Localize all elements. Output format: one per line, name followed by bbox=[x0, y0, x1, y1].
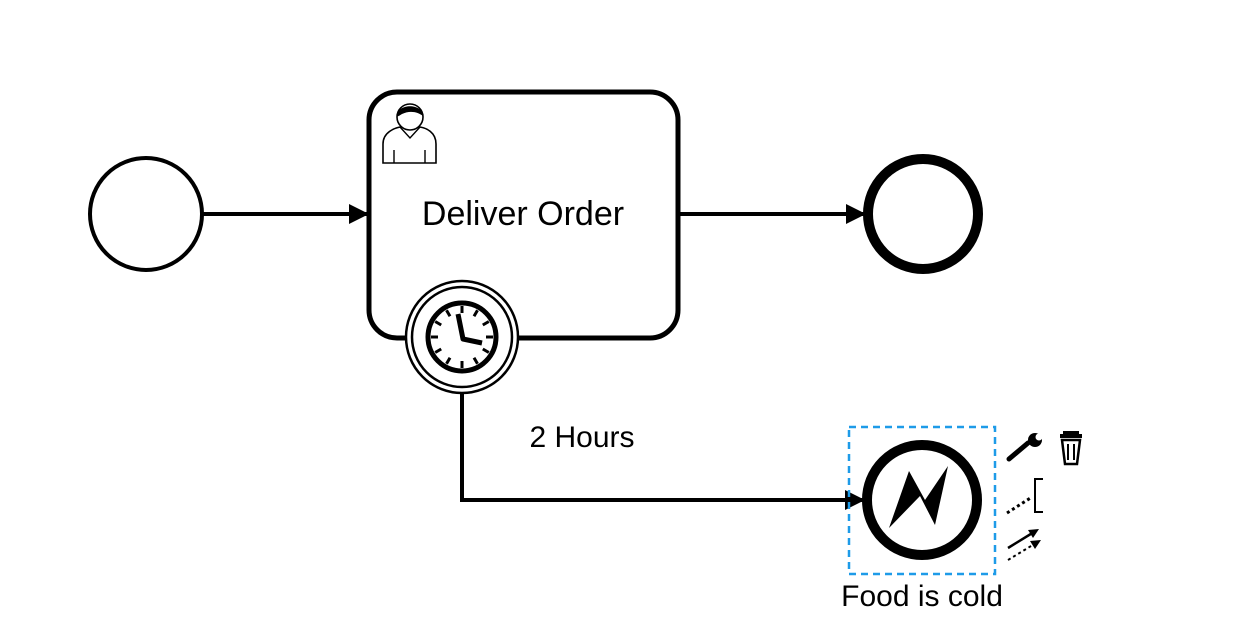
user-icon bbox=[382, 103, 437, 164]
user-task[interactable]: Deliver Order bbox=[366, 89, 681, 341]
wrench-icon[interactable] bbox=[1006, 433, 1043, 462]
end-event-label: Food is cold bbox=[841, 580, 1003, 613]
text-annotation-icon[interactable] bbox=[1006, 478, 1043, 515]
lightning-icon bbox=[889, 466, 948, 528]
flow-label: 2 Hours bbox=[529, 421, 634, 454]
trash-icon[interactable] bbox=[1060, 431, 1082, 466]
escalation-end-event[interactable] bbox=[847, 425, 997, 576]
clock-icon bbox=[425, 300, 499, 374]
task-label: Deliver Order bbox=[422, 195, 624, 233]
sequence-flow-timer-to-escalation[interactable] bbox=[460, 392, 865, 510]
start-event[interactable] bbox=[88, 156, 204, 272]
context-pad bbox=[1006, 431, 1082, 561]
timer-boundary-event[interactable] bbox=[404, 279, 520, 395]
end-event[interactable] bbox=[863, 154, 983, 274]
connect-arrow-icon[interactable] bbox=[1007, 529, 1041, 561]
selection-outline bbox=[847, 425, 997, 576]
